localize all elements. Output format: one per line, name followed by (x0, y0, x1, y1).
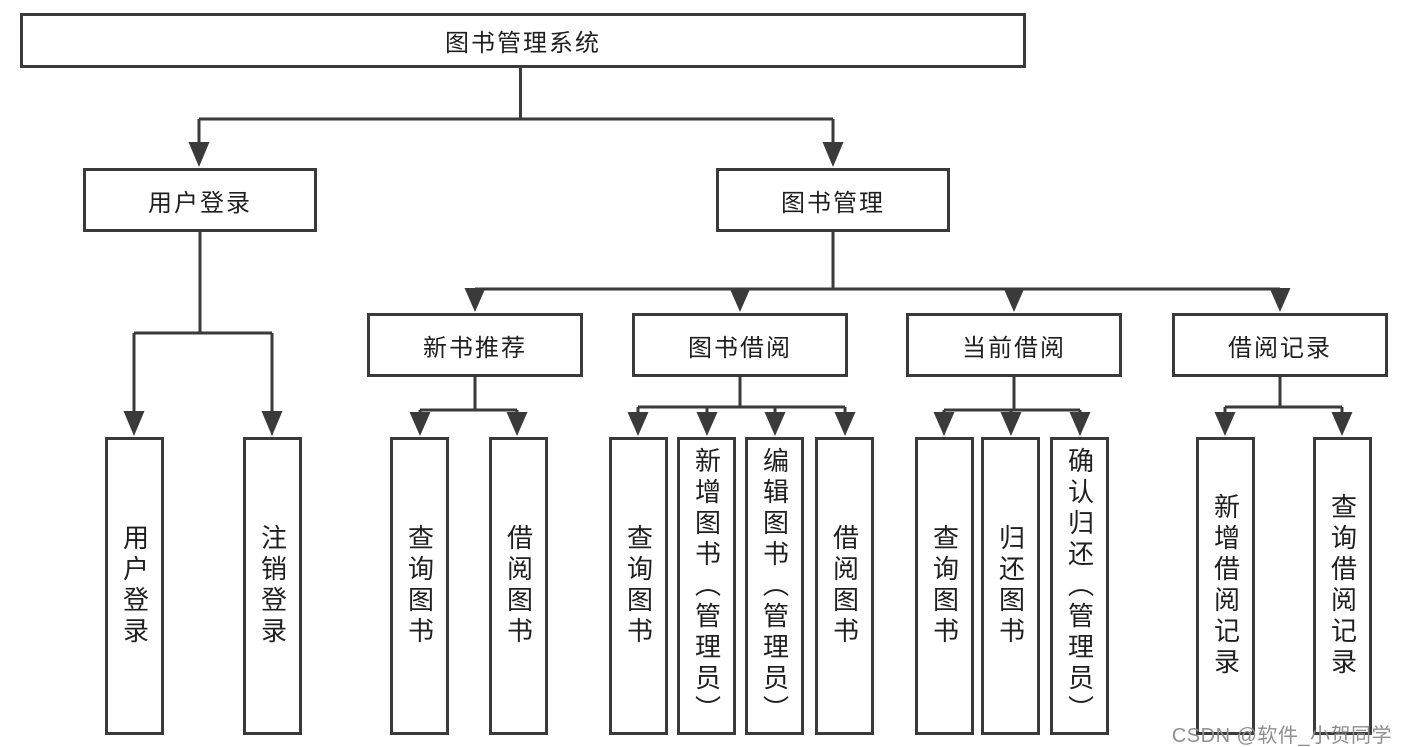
leaf-label: 新增图书（管理员） (691, 446, 722, 726)
leaf-logout: 注销登录 (243, 437, 302, 735)
leaf-label: 用户登录 (119, 524, 150, 648)
leaf-label: 归还图书 (995, 524, 1026, 648)
leaf-edit-books-admin: 编辑图书（管理员） (745, 437, 804, 735)
connector-borrow-records-branch (1214, 376, 1353, 436)
connector-book-borrowing-branch (627, 376, 856, 436)
leaf-label: 确认归还（管理员） (1064, 446, 1095, 726)
node-new-book-recommend: 新书推荐 (367, 313, 583, 377)
node-book-borrowing: 图书借阅 (632, 313, 848, 377)
leaf-confirm-return-admin: 确认归还（管理员） (1050, 437, 1109, 735)
node-current-borrowing: 当前借阅 (906, 313, 1122, 377)
leaf-label: 查询图书 (929, 524, 960, 648)
connector-user-login-branch (123, 231, 283, 436)
connector-current-borrowing-branch (933, 376, 1091, 436)
connector-new-book-branch (409, 376, 528, 436)
leaf-label: 新增借阅记录 (1210, 493, 1241, 679)
leaf-query-books-recommend: 查询图书 (390, 437, 449, 735)
leaf-borrow-books-borrowing: 借阅图书 (815, 437, 874, 735)
leaf-label: 查询图书 (623, 524, 654, 648)
node-root-system: 图书管理系统 (20, 13, 1026, 68)
leaf-query-borrow-record: 查询借阅记录 (1313, 437, 1372, 735)
leaf-label: 注销登录 (257, 524, 288, 648)
leaf-label: 编辑图书（管理员） (759, 446, 790, 726)
node-user-login: 用户登录 (83, 168, 317, 232)
node-book-management: 图书管理 (716, 168, 950, 232)
leaf-borrow-books-recommend: 借阅图书 (489, 437, 548, 735)
node-borrow-records: 借阅记录 (1172, 313, 1388, 377)
leaf-add-books-admin: 新增图书（管理员） (677, 437, 736, 735)
watermark-text: CSDN @软件_小贺同学 (1171, 725, 1392, 747)
connector-root-to-level2 (188, 65, 844, 167)
connector-book-management-branch (464, 231, 1291, 312)
leaf-user-login: 用户登录 (105, 437, 164, 735)
leaf-label: 借阅图书 (503, 524, 534, 648)
leaf-label: 借阅图书 (829, 524, 860, 648)
leaf-label: 查询图书 (404, 524, 435, 648)
leaf-add-borrow-record: 新增借阅记录 (1196, 437, 1255, 735)
leaf-return-books: 归还图书 (981, 437, 1040, 735)
leaf-query-books-current: 查询图书 (915, 437, 974, 735)
leaf-label: 查询借阅记录 (1327, 493, 1358, 679)
leaf-query-books-borrowing: 查询图书 (609, 437, 668, 735)
